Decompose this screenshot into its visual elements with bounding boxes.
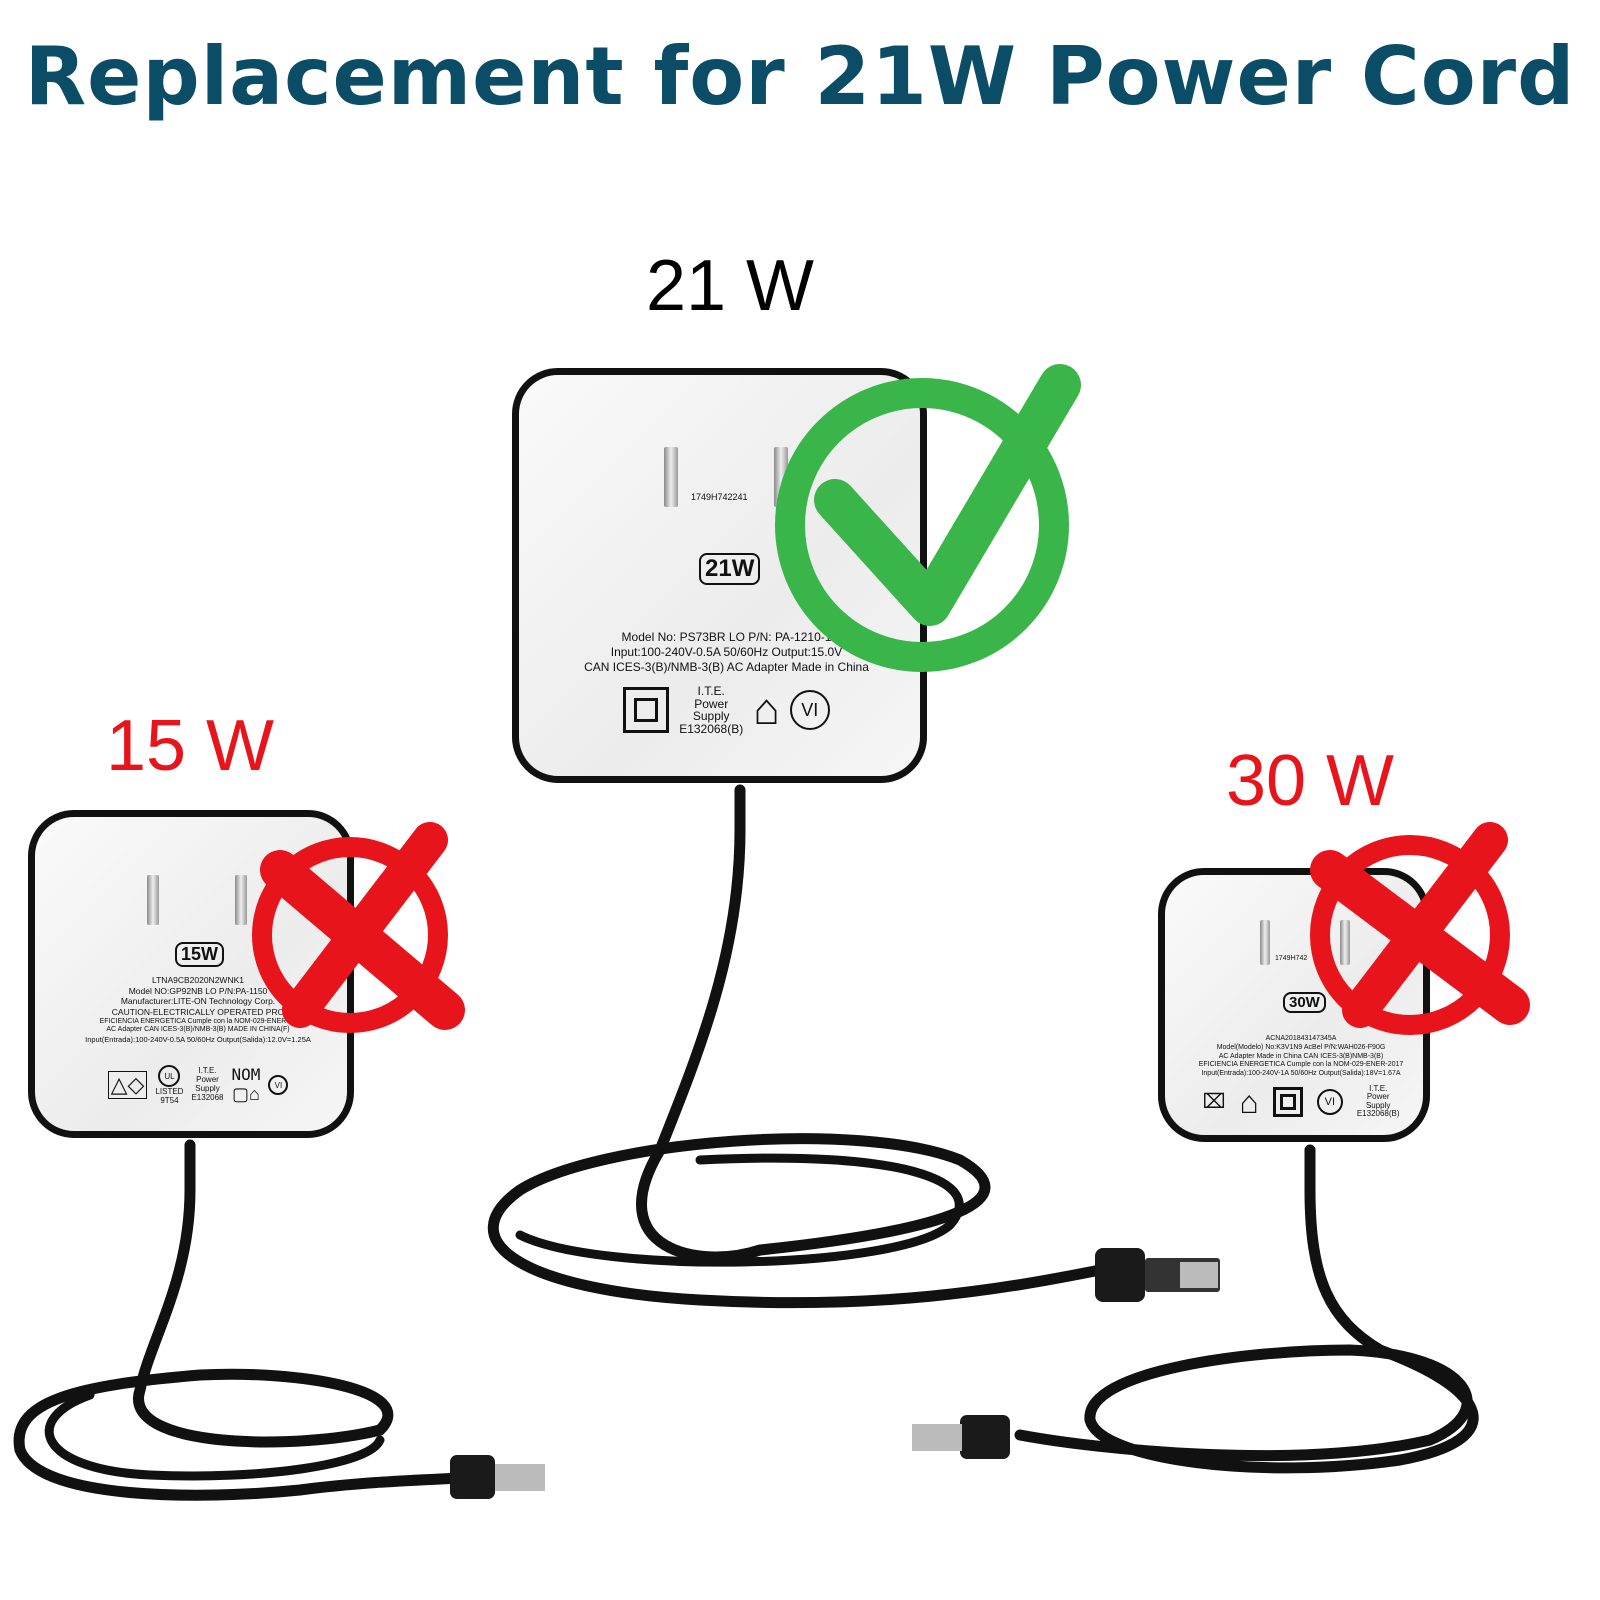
indoor-house-icon: ▢⌂ — [231, 1084, 260, 1104]
adapter-21w: 1749H742241 21W Model No: PS73BR LO P/N:… — [512, 368, 927, 783]
serial-number: 1749H742 — [1275, 955, 1308, 962]
plug-30w — [912, 1415, 1010, 1459]
page-title: Replacement for 21W Power Cord — [24, 30, 1576, 123]
ul-listed-icon: UL — [158, 1065, 181, 1087]
cross-icon — [1310, 822, 1530, 1035]
indoor-house-icon: ⌂ — [753, 685, 780, 735]
nom-mark: NOM — [231, 1065, 261, 1084]
wattage-badge: 15W — [175, 942, 225, 967]
label-15w: 15 W — [105, 706, 275, 786]
plug-15w — [450, 1455, 545, 1499]
pse-icon: △◇ — [107, 1071, 148, 1099]
efficiency-vi-icon: VI — [1316, 1088, 1343, 1115]
label-21w: 21 W — [645, 246, 815, 326]
serial-number: 1749H742241 — [691, 492, 748, 502]
efficiency-vi-icon: VI — [789, 690, 830, 731]
double-insulation-icon — [623, 687, 670, 734]
prong — [664, 447, 678, 507]
indoor-house-icon: ⌂ — [1239, 1083, 1259, 1120]
check-icon — [775, 364, 1081, 672]
double-insulation-icon — [1272, 1086, 1303, 1117]
cable-15w — [13, 1139, 466, 1501]
wattage-badge: 30W — [1283, 992, 1326, 1013]
wattage-badge: 21W — [699, 553, 761, 585]
weee-bin-icon: ⌧ — [1202, 1091, 1226, 1114]
cable-30w — [1014, 1144, 1479, 1474]
plug-21w — [1095, 1248, 1220, 1302]
efficiency-vi-icon: VI — [268, 1075, 289, 1095]
cross-icon — [252, 822, 465, 1033]
label-30w: 30 W — [1225, 741, 1395, 821]
cable-21w — [487, 784, 1106, 1309]
